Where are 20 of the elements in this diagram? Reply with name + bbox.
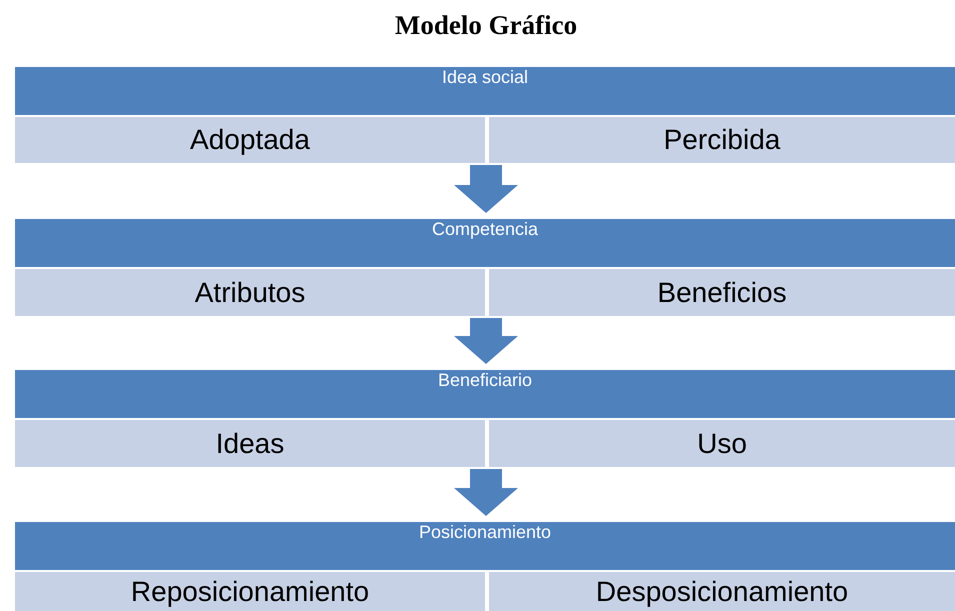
category-box: Desposicionamiento — [489, 572, 955, 611]
stage-band — [15, 67, 955, 163]
stage-heading: Idea social — [440, 67, 530, 89]
stage-heading: Posicionamiento — [418, 522, 552, 544]
stage-heading: Competencia — [430, 219, 540, 241]
down-arrow — [454, 165, 518, 213]
category-box: Atributos — [15, 269, 485, 316]
category-box: Reposicionamiento — [15, 572, 485, 611]
down-arrow — [454, 318, 518, 364]
stage-band — [15, 219, 955, 316]
category-box: Beneficios — [489, 269, 955, 316]
down-arrow — [454, 469, 518, 516]
stage-heading: Beneficiario — [436, 370, 534, 392]
category-box: Percibida — [489, 117, 955, 163]
category-box: Ideas — [15, 420, 485, 467]
category-box: Adoptada — [15, 117, 485, 163]
diagram-title: Modelo Gráfico — [394, 10, 578, 41]
stage-band — [15, 370, 955, 467]
stage-band — [15, 522, 955, 611]
category-box: Uso — [489, 420, 955, 467]
